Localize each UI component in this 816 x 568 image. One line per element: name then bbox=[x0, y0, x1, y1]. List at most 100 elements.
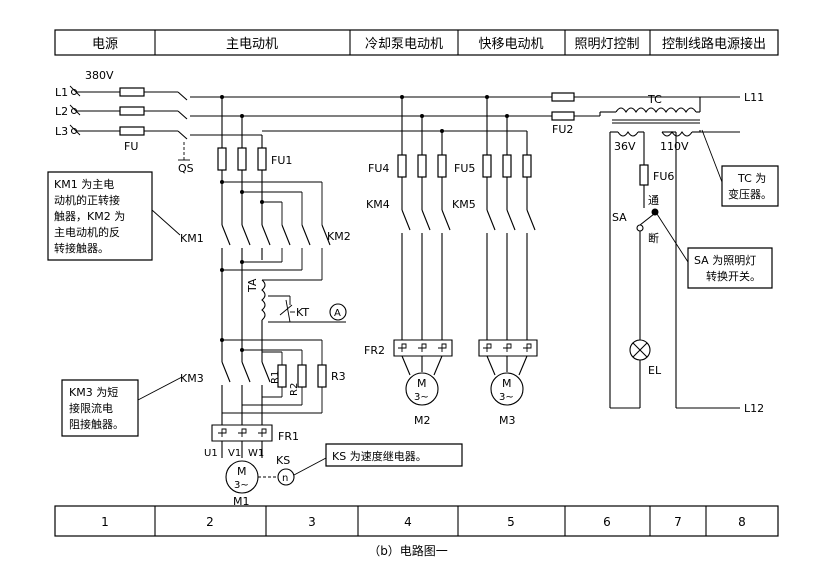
figure-caption: （b）电路图一 bbox=[368, 543, 448, 558]
label-KM1: KM1 bbox=[180, 232, 204, 245]
label-duan: 断 bbox=[648, 231, 659, 245]
label-KS: KS bbox=[276, 454, 290, 467]
callout-km3-line1: KM3 为短 bbox=[69, 385, 118, 399]
callout-km-line4: 主电动机的反 bbox=[54, 225, 120, 239]
label-L1: L1 bbox=[55, 86, 68, 99]
speed-relay-symbol: n bbox=[282, 473, 288, 484]
motor-M2-phase: 3~ bbox=[414, 392, 429, 403]
label-KM4: KM4 bbox=[366, 198, 390, 211]
fuse-FU-L2 bbox=[119, 106, 145, 116]
label-M1: M1 bbox=[233, 495, 250, 508]
transformer-TC-secondary-110v bbox=[661, 130, 693, 137]
fuse-FU2-b bbox=[551, 111, 575, 121]
callout-tc-line2: 变压器。 bbox=[728, 187, 772, 201]
speed-relay-KS bbox=[277, 468, 295, 486]
fuse-FU1-c bbox=[257, 147, 267, 171]
label-L3: L3 bbox=[55, 125, 68, 138]
callout-sa-line2: 转换开关。 bbox=[706, 269, 761, 283]
motor-M1-symbol: M bbox=[237, 465, 247, 478]
footer-cell-7: 7 bbox=[674, 515, 682, 529]
motor-M3 bbox=[490, 372, 524, 406]
label-A: A bbox=[334, 308, 341, 319]
label-FU5: FU5 bbox=[454, 162, 475, 175]
label-QS: QS bbox=[178, 162, 194, 175]
label-36V: 36V bbox=[614, 140, 636, 153]
coolant-motor-circuit: FU4 KM4 FR2 M 3~ M2 bbox=[262, 95, 453, 427]
fuse-FU5-b bbox=[502, 154, 512, 178]
label-FU6: FU6 bbox=[653, 170, 674, 183]
transformer-TC-primary bbox=[615, 107, 697, 114]
label-W1: W1 bbox=[248, 448, 264, 459]
fuse-FU1-a bbox=[217, 147, 227, 171]
callout-km-line1: KM1 为主电 bbox=[54, 178, 114, 191]
callout-sa: SA 为照明灯 转换开关。 bbox=[656, 213, 773, 289]
fuse-FU4-a bbox=[397, 154, 407, 178]
ammeter bbox=[329, 303, 347, 321]
callout-tc-line1: TC 为 bbox=[737, 172, 766, 185]
motor-M2-symbol: M bbox=[417, 377, 427, 390]
callout-km3-line2: 接限流电 bbox=[69, 401, 113, 415]
transformer-TC-secondary-36v bbox=[617, 130, 639, 137]
callout-km-line2: 动机的正转接 bbox=[54, 193, 120, 207]
label-R3: R3 bbox=[331, 370, 346, 383]
motor-M3-phase: 3~ bbox=[499, 392, 514, 403]
label-FR1: FR1 bbox=[278, 430, 299, 443]
label-R2: R2 bbox=[289, 383, 300, 396]
label-V1: V1 bbox=[228, 448, 241, 459]
motor-M3-symbol: M bbox=[502, 377, 512, 390]
fuse-FU1-b bbox=[237, 147, 247, 171]
header-cell-control-supply: 控制线路电源接出 bbox=[662, 36, 766, 52]
motor-M2 bbox=[405, 372, 439, 406]
fuse-FU5-a bbox=[482, 154, 492, 178]
power-input: 380V L1 L2 L3 FU QS bbox=[55, 69, 700, 175]
thermal-relay-FR1 bbox=[211, 424, 273, 442]
fuse-FU2-a bbox=[551, 92, 575, 102]
label-M2: M2 bbox=[414, 414, 431, 427]
footer-table: 1 2 3 4 5 6 7 8 bbox=[54, 505, 779, 537]
label-L11: L11 bbox=[744, 91, 764, 104]
label-R1: R1 bbox=[270, 371, 281, 384]
label-KM2: KM2 bbox=[327, 230, 351, 243]
footer-cell-3: 3 bbox=[308, 515, 316, 529]
callout-ks: KS 为速度继电器。 bbox=[293, 443, 463, 476]
switch-SA-on-contact bbox=[651, 208, 659, 216]
callout-km-line3: 触器，KM2 为 bbox=[54, 209, 125, 223]
label-tong: 通 bbox=[648, 194, 659, 207]
switch-SA-pivot bbox=[636, 224, 644, 232]
motor-M1-phase: 3~ bbox=[234, 480, 249, 491]
fuse-FU-L3 bbox=[119, 126, 145, 136]
label-KT: KT bbox=[296, 306, 309, 319]
label-TA: TA bbox=[246, 278, 259, 293]
callout-tc: TC 为 变压器。 bbox=[701, 129, 779, 207]
header-table: 电源 主电动机 冷却泵电动机 快移电动机 照明灯控制 控制线路电源接出 bbox=[54, 29, 779, 56]
label-L12: L12 bbox=[744, 402, 764, 415]
header-cell-rapid-motor: 快移电动机 bbox=[478, 37, 543, 52]
voltage-label: 380V bbox=[85, 69, 114, 82]
label-FU: FU bbox=[124, 140, 138, 153]
callout-ks-line1: KS 为速度继电器。 bbox=[332, 449, 427, 463]
main-motor-circuit: FU1 KM1 KM2 TA bbox=[180, 95, 351, 508]
label-SA: SA bbox=[612, 211, 627, 224]
label-TC: TC bbox=[647, 93, 662, 106]
fuse-FU-L1 bbox=[119, 87, 145, 97]
header-cell-lighting: 照明灯控制 bbox=[574, 37, 639, 52]
label-110V: 110V bbox=[660, 140, 689, 153]
footer-cell-4: 4 bbox=[404, 515, 412, 529]
lighting-control-circuit: FU2 TC L11 36V 110V L12 FU6 通 bbox=[551, 91, 764, 415]
label-FU2: FU2 bbox=[552, 123, 573, 136]
label-FU1: FU1 bbox=[271, 154, 292, 167]
label-M3: M3 bbox=[499, 414, 516, 427]
fuse-FU4-c bbox=[437, 154, 447, 178]
label-KM5: KM5 bbox=[452, 198, 476, 211]
label-EL: EL bbox=[648, 364, 662, 377]
label-KM3: KM3 bbox=[180, 372, 204, 385]
callout-sa-line1: SA 为照明灯 bbox=[694, 254, 756, 267]
fuse-FU4-b bbox=[417, 154, 427, 178]
callout-km1-km2: KM1 为主电 动机的正转接 触器，KM2 为 主电动机的反 转接触器。 bbox=[47, 171, 181, 261]
footer-cell-8: 8 bbox=[738, 515, 746, 529]
footer-cell-5: 5 bbox=[507, 515, 515, 529]
callout-km-line5: 转接触器。 bbox=[54, 241, 109, 255]
header-cell-coolant-motor: 冷却泵电动机 bbox=[365, 37, 443, 52]
label-FR2: FR2 bbox=[364, 344, 385, 357]
